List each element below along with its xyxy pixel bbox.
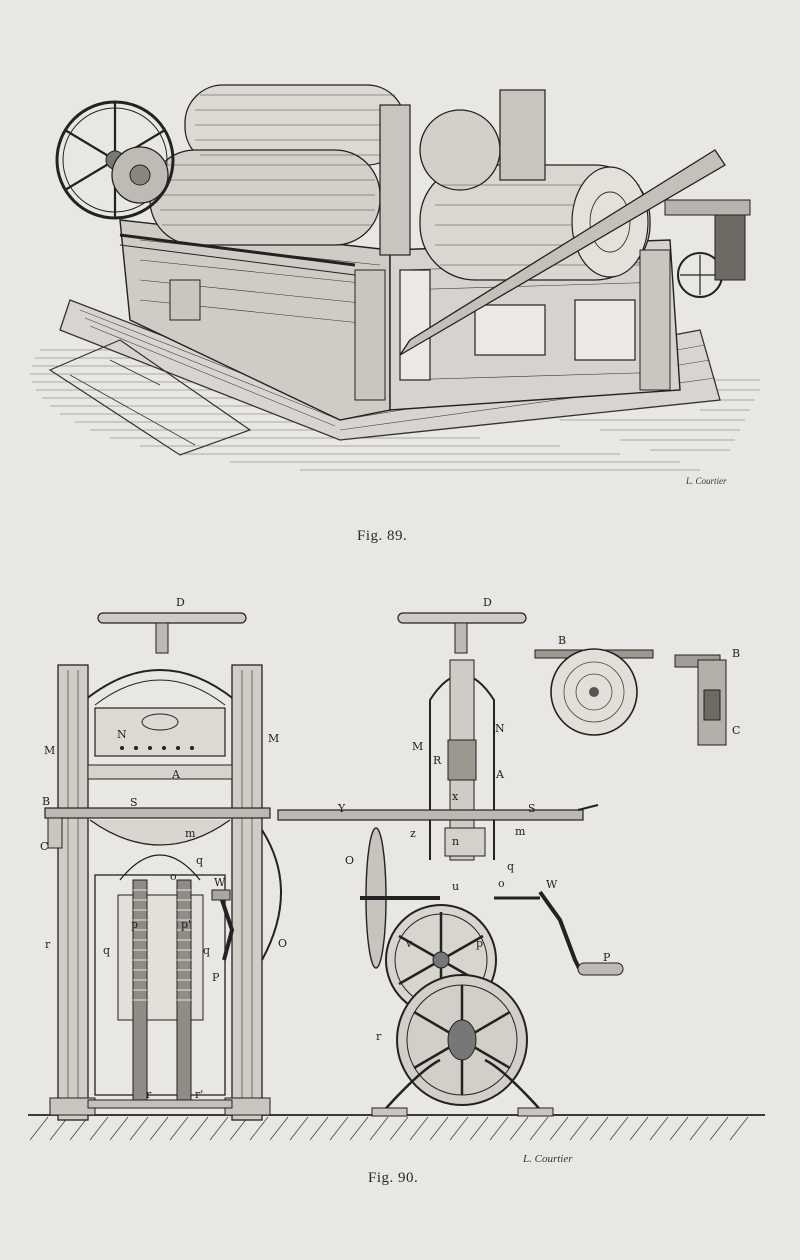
side-label-D: D	[483, 596, 492, 609]
front-label-A: A	[172, 768, 180, 781]
side-label-m: m	[515, 825, 526, 838]
front-label-O: O	[278, 937, 288, 950]
front-label-q-left: q	[103, 944, 111, 957]
front-label-p: p	[131, 918, 139, 931]
side-label-q: q	[507, 860, 515, 873]
front-label-M-left: M	[44, 744, 56, 757]
detail-label-C-part: C	[732, 724, 741, 737]
side-label-Y: Y	[338, 802, 346, 815]
side-label-r: r	[376, 1030, 382, 1043]
side-label-p: p	[476, 937, 484, 950]
front-label-P: P	[212, 971, 220, 984]
detail-label-B-part: B	[732, 647, 741, 660]
front-label-B: B	[42, 795, 51, 808]
front-label-o: o	[170, 870, 177, 883]
front-label-m: m	[185, 827, 196, 840]
fig90-caption: Fig. 90.	[368, 1170, 419, 1186]
front-label-W: W	[214, 876, 226, 889]
front-label-C: C	[40, 840, 49, 853]
side-label-W: W	[546, 878, 558, 891]
front-label-r-left: r	[45, 938, 51, 951]
fig90-signature: L. Courtier	[523, 1153, 573, 1165]
side-label-M: M	[412, 740, 424, 753]
side-label-R: R	[433, 754, 442, 767]
side-label-A: A	[496, 768, 504, 781]
detail-label-B-roll: B	[558, 634, 567, 647]
side-label-u: u	[452, 880, 460, 893]
side-label-N: N	[495, 722, 505, 735]
side-label-z: z	[410, 827, 416, 840]
fig89-signature: L. Courtier	[686, 476, 727, 486]
front-label-D: D	[176, 596, 185, 609]
front-label-S: S	[130, 796, 138, 809]
side-label-n: n	[452, 835, 460, 848]
side-label-P: P	[603, 951, 611, 964]
front-label-N: N	[117, 728, 127, 741]
front-label-p-prime: p'	[181, 918, 192, 931]
front-label-r: r	[146, 1088, 152, 1101]
side-label-O: O	[345, 854, 355, 867]
side-label-x: x	[452, 790, 459, 803]
front-label-q-right: q	[203, 944, 211, 957]
front-label-M-right: M	[268, 732, 280, 745]
front-label-q: q	[196, 854, 204, 867]
side-label-S: S	[528, 802, 536, 815]
front-label-r-prime: r'	[195, 1088, 204, 1101]
side-label-v: v	[406, 937, 413, 950]
fig89-caption: Fig. 89.	[357, 528, 408, 544]
side-label-o: o	[498, 877, 505, 890]
